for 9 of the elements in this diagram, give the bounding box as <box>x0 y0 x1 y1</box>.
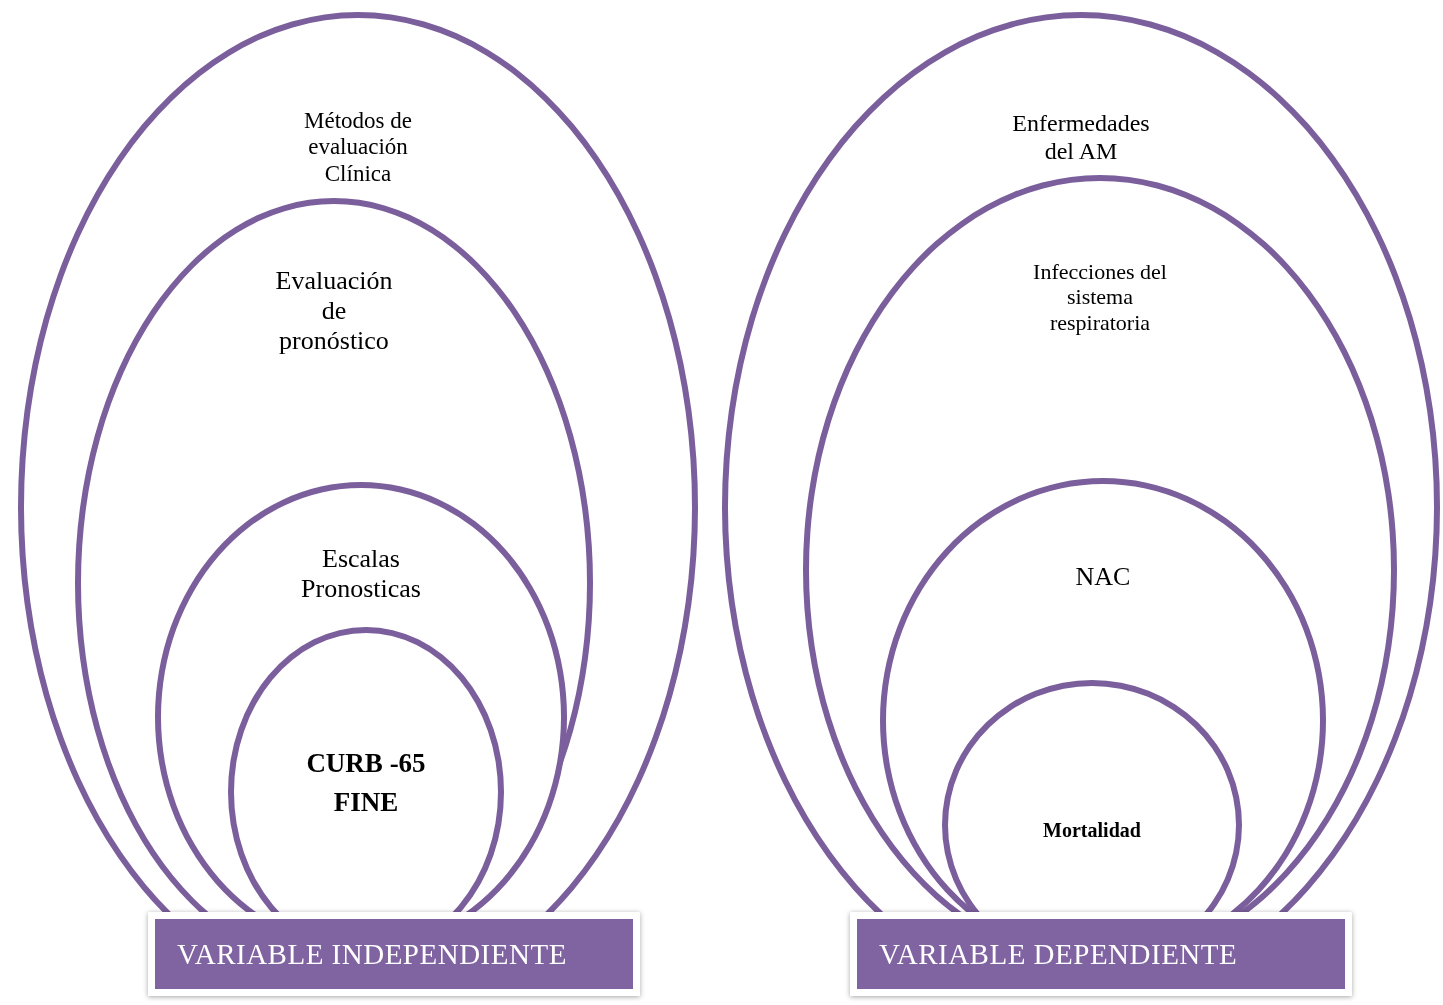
ellipse-label: Mortalidad <box>1043 819 1141 842</box>
ellipse-label: Escalas Pronosticas <box>300 544 422 604</box>
ellipse-label: CURB -65 <box>306 748 426 780</box>
ellipse-label: Métodos de evaluación Clínica <box>303 108 413 188</box>
ellipse-label: Enfermedades del AM <box>1011 110 1151 166</box>
ellipse-label: FINE <box>333 787 399 819</box>
ellipse-label: Infecciones del sistema respiratoria <box>1032 259 1168 335</box>
ellipse-label: Evaluación de pronóstico <box>274 266 394 356</box>
ellipse-label: NAC <box>1075 562 1131 592</box>
